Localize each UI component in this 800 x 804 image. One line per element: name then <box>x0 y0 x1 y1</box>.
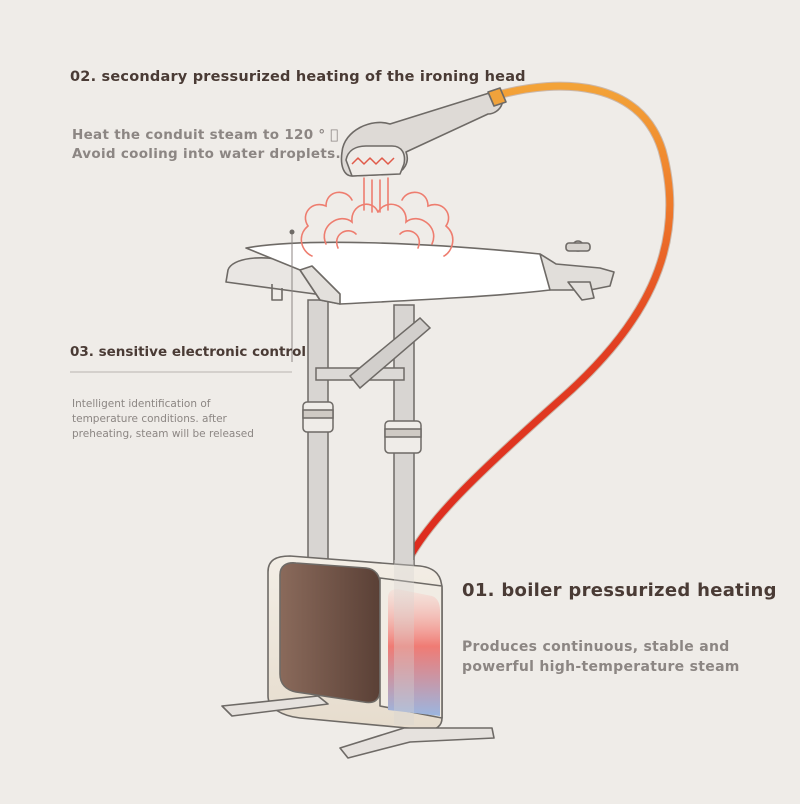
control-desc-line: Intelligent identification of <box>72 398 211 410</box>
head-desc-line: Heat the conduit steam to 120 ° ⃞ <box>72 127 339 143</box>
boiler-heating-title: 01. boiler pressurized heating <box>462 580 777 601</box>
control-desc-line: preheating, steam will be released <box>72 428 254 440</box>
boiler-heating-description: Produces continuous, stable and powerful… <box>462 637 740 677</box>
head-heating-description: Heat the conduit steam to 120 ° ⃞ Avoid … <box>72 126 341 164</box>
control-leader-line <box>70 229 295 373</box>
head-desc-line: Avoid cooling into water droplets. <box>72 146 341 162</box>
steam-hose-icon <box>403 81 675 565</box>
boiler-icon <box>221 555 495 759</box>
head-heating-title: 02. secondary pressurized heating of the… <box>70 69 526 85</box>
electronic-control-description: Intelligent identification of temperatur… <box>72 397 302 442</box>
steam-waves-icon <box>300 177 454 257</box>
electronic-control-title: 03. sensitive electronic control <box>70 344 306 360</box>
control-desc-line: temperature conditions. after <box>72 413 227 425</box>
boiler-desc-line: powerful high-temperature steam <box>462 659 740 675</box>
boiler-desc-line: Produces continuous, stable and <box>462 639 730 655</box>
ironing-head-icon <box>340 87 507 177</box>
ironing-board <box>225 240 615 305</box>
